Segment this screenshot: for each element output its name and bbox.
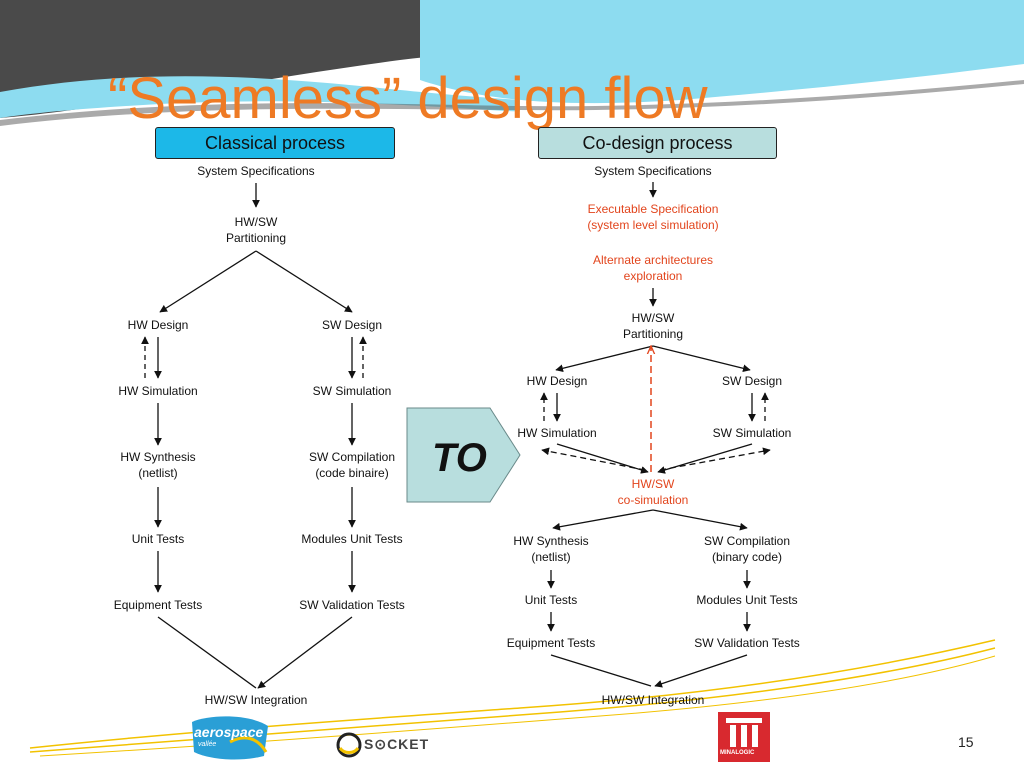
- d-unit-tests: Unit Tests: [524, 593, 578, 607]
- c-partitioning-line1: HW/SW: [234, 215, 278, 229]
- d-dash-cosim-swsim: [659, 447, 771, 471]
- c-modules-unit-tests: Modules Unit Tests: [301, 532, 403, 546]
- d-hw-synthesis-line1: HW Synthesis: [513, 534, 589, 548]
- banner-light-band: [420, 0, 1024, 104]
- d-line-equip-integration: [550, 654, 652, 687]
- slide-title: “Seamless” design flow: [108, 66, 708, 131]
- minalogic-logo: MINALOGIC: [718, 712, 770, 762]
- d-executable-spec-line1: Executable Specification: [587, 202, 719, 216]
- c-sw-compilation-line2: (code binaire): [315, 466, 389, 480]
- d-sw-compilation-line1: SW Compilation: [703, 534, 791, 548]
- c-unit-tests: Unit Tests: [131, 532, 185, 546]
- d-sw-simulation: SW Simulation: [712, 426, 792, 440]
- aerospace-logo-text: aerospace: [194, 724, 264, 740]
- d-sw-validation-tests: SW Validation Tests: [694, 636, 800, 650]
- banner-light-band-2: [0, 76, 520, 118]
- d-equipment-tests: Equipment Tests: [506, 636, 596, 650]
- c-line-equip-integration: [157, 616, 257, 689]
- d-alt-arch-line2: exploration: [623, 269, 683, 283]
- d-line-cosim-hwsynth: [552, 509, 654, 531]
- d-sw-compilation-line2: (binary code): [711, 550, 783, 564]
- c-equipment-tests: Equipment Tests: [113, 598, 203, 612]
- d-line-cosim-swcomp: [652, 509, 748, 531]
- c-line-partition-sw: [255, 250, 353, 313]
- d-executable-spec-line2: (system level simulation): [587, 218, 719, 232]
- aerospace-valley-logo: aerospace vallée: [190, 712, 270, 762]
- page-number: 15: [958, 734, 974, 750]
- to-label: TO: [432, 436, 487, 480]
- d-modules-unit-tests: Modules Unit Tests: [696, 593, 798, 607]
- minalogic-logo-text: MINALOGIC: [720, 750, 755, 756]
- codesign-process-header: Co-design process: [538, 127, 777, 159]
- d-partitioning-line2: Partitioning: [622, 327, 684, 341]
- top-banner: [0, 0, 1024, 126]
- c-hw-design: HW Design: [127, 318, 189, 332]
- c-hw-synthesis-line2: (netlist): [138, 466, 178, 480]
- d-hw-simulation: HW Simulation: [517, 426, 597, 440]
- socket-logo: S⊙CKET: [336, 730, 446, 760]
- classical-process-header: Classical process: [155, 127, 395, 159]
- d-cosim-line2: co-simulation: [617, 493, 689, 507]
- c-hw-simulation: HW Simulation: [118, 384, 198, 398]
- d-line-partition-sw: [652, 345, 751, 373]
- d-line-swval-integration: [654, 654, 748, 688]
- c-sw-design: SW Design: [321, 318, 383, 332]
- c-partitioning-line2: Partitioning: [225, 231, 287, 245]
- d-hw-design: HW Design: [526, 374, 588, 388]
- to-arrow-shape: [406, 407, 521, 503]
- d-partitioning-line1: HW/SW: [631, 311, 675, 325]
- c-line-swval-integration: [257, 616, 353, 689]
- d-system-specifications: System Specifications: [594, 164, 712, 178]
- d-hw-synthesis-line2: (netlist): [531, 550, 571, 564]
- d-dash-cosim-hwsim: [541, 447, 646, 471]
- c-hw-sw-integration: HW/SW Integration: [204, 693, 308, 707]
- d-alt-arch-line1: Alternate architectures: [592, 253, 714, 267]
- c-sw-validation-tests: SW Validation Tests: [299, 598, 405, 612]
- socket-logo-text: S⊙CKET: [364, 736, 430, 752]
- c-sw-simulation: SW Simulation: [312, 384, 392, 398]
- c-system-specifications: System Specifications: [197, 164, 315, 178]
- c-line-partition-hw: [159, 250, 257, 313]
- d-hw-sw-integration: HW/SW Integration: [601, 693, 705, 707]
- c-sw-compilation-line1: SW Compilation: [308, 450, 396, 464]
- d-sw-design: SW Design: [721, 374, 783, 388]
- codesign-process-header-label: Co-design process: [582, 132, 733, 153]
- d-cosim-line1: HW/SW: [631, 477, 675, 491]
- c-hw-synthesis-line1: HW Synthesis: [120, 450, 196, 464]
- d-line-partition-hw: [555, 345, 654, 373]
- aerospace-logo-subtext: vallée: [198, 741, 217, 748]
- classical-process-header-label: Classical process: [204, 132, 346, 153]
